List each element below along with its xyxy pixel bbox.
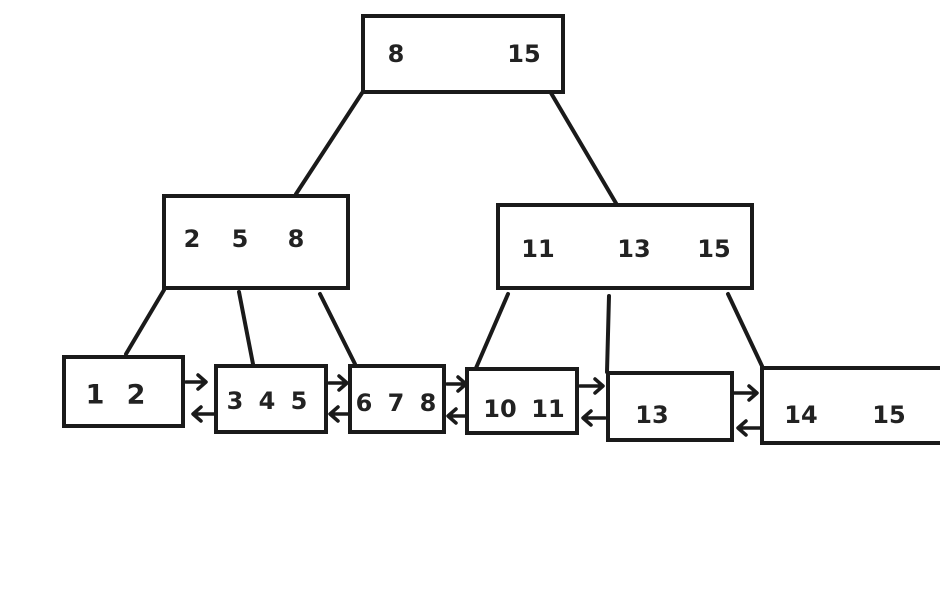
node-key: 8 — [288, 225, 305, 253]
node-key: 2 — [184, 225, 201, 253]
leaf-node-1-box — [62, 355, 185, 428]
edge-internal-left-to-leaf-2 — [237, 290, 255, 366]
edge-internal-right-to-leaf-4 — [474, 292, 510, 370]
node-key: 5 — [291, 387, 308, 415]
leaf-node-5: 13 — [606, 371, 734, 442]
prev-pointer-arrow — [581, 409, 607, 427]
node-key: 11 — [521, 235, 554, 263]
edge-root-to-internal-right — [549, 91, 622, 212]
node-key: 15 — [507, 40, 540, 68]
prev-pointer-arrow — [736, 419, 762, 437]
edge-internal-left-to-leaf-3 — [318, 292, 357, 366]
next-pointer-arrow — [327, 374, 349, 392]
node-key: 3 — [227, 387, 244, 415]
node-key: 5 — [232, 225, 249, 253]
node-key: 14 — [784, 401, 817, 429]
next-pointer-arrow — [184, 373, 208, 391]
prev-pointer-arrow — [191, 405, 216, 423]
leaf-node-3-box — [348, 364, 446, 434]
edge-internal-right-to-leaf-5 — [605, 294, 611, 374]
node-key: 8 — [420, 389, 437, 417]
node-key: 7 — [388, 389, 405, 417]
prev-pointer-arrow — [328, 405, 350, 423]
tree-edges — [124, 91, 764, 374]
leaf-node-6: 14 15 — [760, 366, 940, 445]
internal-node-left: 2 5 8 — [162, 194, 350, 290]
internal-node-right: 11 13 15 — [496, 203, 754, 290]
next-pointer-arrow — [578, 377, 605, 395]
leaf-node-2: 3 4 5 — [214, 364, 328, 434]
node-key: 15 — [697, 235, 730, 263]
next-pointer-arrow — [732, 384, 759, 402]
leaf-node-5-box — [606, 371, 734, 442]
leaf-node-2-box — [214, 364, 328, 434]
leaf-node-6-box — [760, 366, 940, 445]
node-key: 11 — [531, 395, 564, 423]
node-key: 1 — [86, 380, 105, 411]
leaf-node-4: 10 11 — [465, 367, 579, 435]
internal-node-left-box — [162, 194, 350, 290]
node-key: 6 — [356, 389, 373, 417]
node-key: 13 — [617, 235, 650, 263]
node-key: 4 — [259, 387, 276, 415]
root-node: 8 15 — [361, 14, 565, 94]
node-key: 10 — [483, 395, 516, 423]
prev-pointer-arrow — [446, 407, 468, 425]
node-key: 15 — [872, 401, 905, 429]
edge-root-to-internal-left — [294, 91, 364, 196]
leaf-node-1: 1 2 — [62, 355, 185, 428]
node-key: 8 — [388, 40, 405, 68]
internal-node-right-box — [496, 203, 754, 290]
node-key: 13 — [635, 401, 668, 429]
leaf-node-4-box — [465, 367, 579, 435]
edge-internal-right-to-leaf-6 — [726, 292, 764, 368]
next-pointer-arrow — [445, 375, 468, 393]
leaf-node-3: 6 7 8 — [348, 364, 446, 434]
node-key: 2 — [127, 380, 146, 411]
root-node-box — [361, 14, 565, 94]
leaf-sibling-links — [184, 373, 762, 437]
edge-internal-left-to-leaf-1 — [124, 288, 166, 356]
